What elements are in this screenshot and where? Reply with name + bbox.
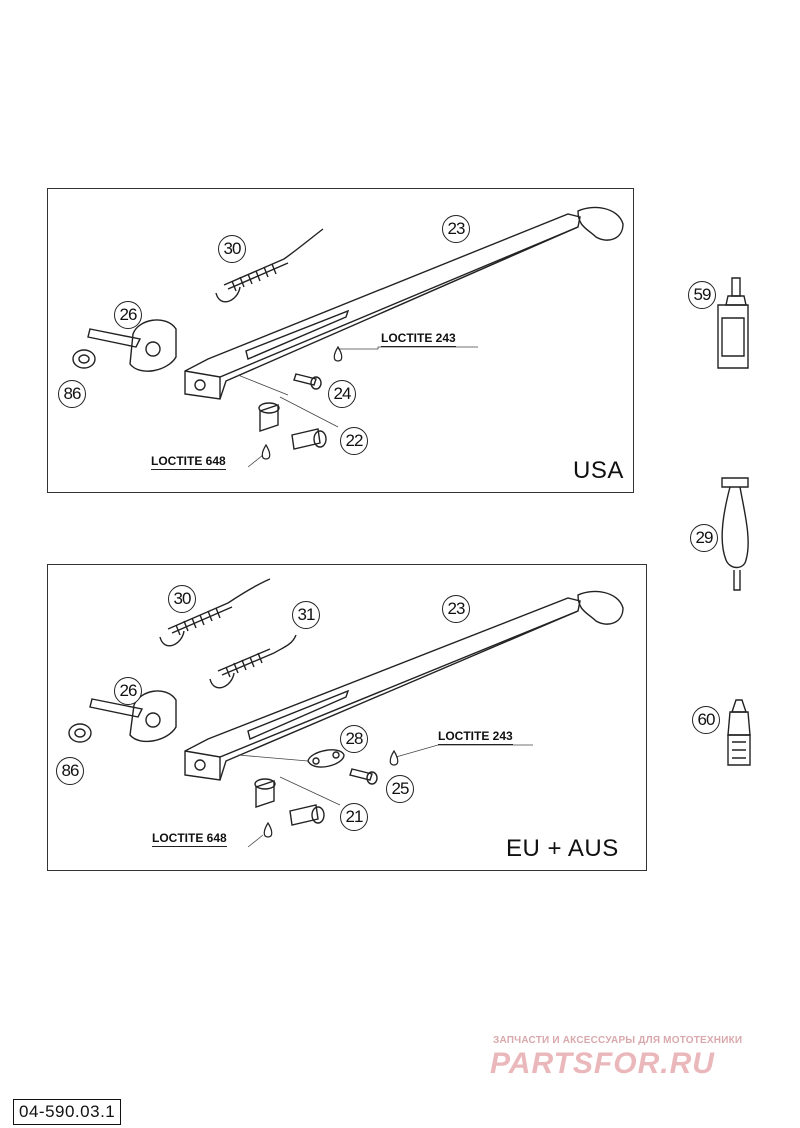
spring-tool-icon	[721, 477, 749, 591]
callout-29: 29	[690, 524, 718, 552]
callout-30: 30	[218, 235, 246, 263]
callout-31: 31	[292, 601, 320, 629]
watermark-tagline: ЗАПЧАСТИ И АКСЕССУАРЫ ДЛЯ МОТОТЕХНИКИ	[493, 1035, 743, 1046]
region-label-usa: USA	[573, 457, 624, 484]
callout-26: 26	[114, 301, 142, 329]
spring-icon	[215, 228, 324, 303]
callout-23: 23	[442, 595, 470, 623]
callout-86: 86	[58, 380, 86, 408]
loctite-drop-icon	[333, 345, 343, 362]
callout-25: 25	[386, 775, 414, 803]
callout-60: 60	[692, 706, 720, 734]
leader-lines	[237, 346, 478, 468]
usa-exploded-drawing	[72, 206, 624, 468]
side-stand-icon	[184, 590, 624, 781]
small-bolt-icon	[349, 768, 378, 785]
spring-icon	[159, 578, 271, 647]
loctite-bottle-icon	[717, 277, 749, 369]
callout-26: 26	[114, 677, 142, 705]
callout-28: 28	[340, 725, 368, 753]
callout-21: 21	[340, 803, 368, 831]
watermark-logo: PARTSFOR.RU	[490, 1047, 715, 1080]
loctite-648-label: LOCTITE 648	[152, 831, 227, 847]
grease-tube-icon	[727, 699, 751, 766]
region-label-eu-aus: EU + AUS	[506, 835, 619, 862]
callout-22: 22	[340, 427, 368, 455]
callout-30: 30	[168, 585, 196, 613]
diagram-part-number: 04-590.03.1	[13, 1099, 122, 1125]
loctite-drop-icon	[263, 821, 273, 838]
usa-diagram-panel: 30 23 26 86 24 22 LOCTITE 243 LOCTITE 64…	[47, 188, 634, 493]
eu-exploded-drawing	[68, 578, 624, 848]
loctite-243-label: LOCTITE 243	[381, 331, 456, 347]
eu-aus-diagram-panel: 30 31 23 26 86 28 25 21 LOCTITE 243 LOCT…	[47, 564, 647, 871]
loctite-243-label: LOCTITE 243	[438, 729, 513, 745]
pivot-bracket-icon	[72, 319, 177, 372]
loctite-648-label: LOCTITE 648	[151, 454, 226, 470]
callout-24: 24	[328, 380, 356, 408]
side-stand-icon	[184, 206, 624, 400]
pivot-bracket-icon	[68, 690, 177, 743]
loctite-drop-icon	[261, 443, 271, 460]
callout-59: 59	[688, 281, 716, 309]
loctite-drop-icon	[389, 749, 399, 766]
spring-icon	[209, 634, 297, 689]
leader-lines	[237, 744, 533, 848]
mount-plate-icon	[307, 749, 345, 768]
bushing-icon	[254, 778, 325, 826]
callout-86: 86	[56, 757, 84, 785]
small-bolt-icon	[293, 373, 322, 390]
bushing-icon	[258, 402, 327, 450]
callout-23: 23	[442, 215, 470, 243]
